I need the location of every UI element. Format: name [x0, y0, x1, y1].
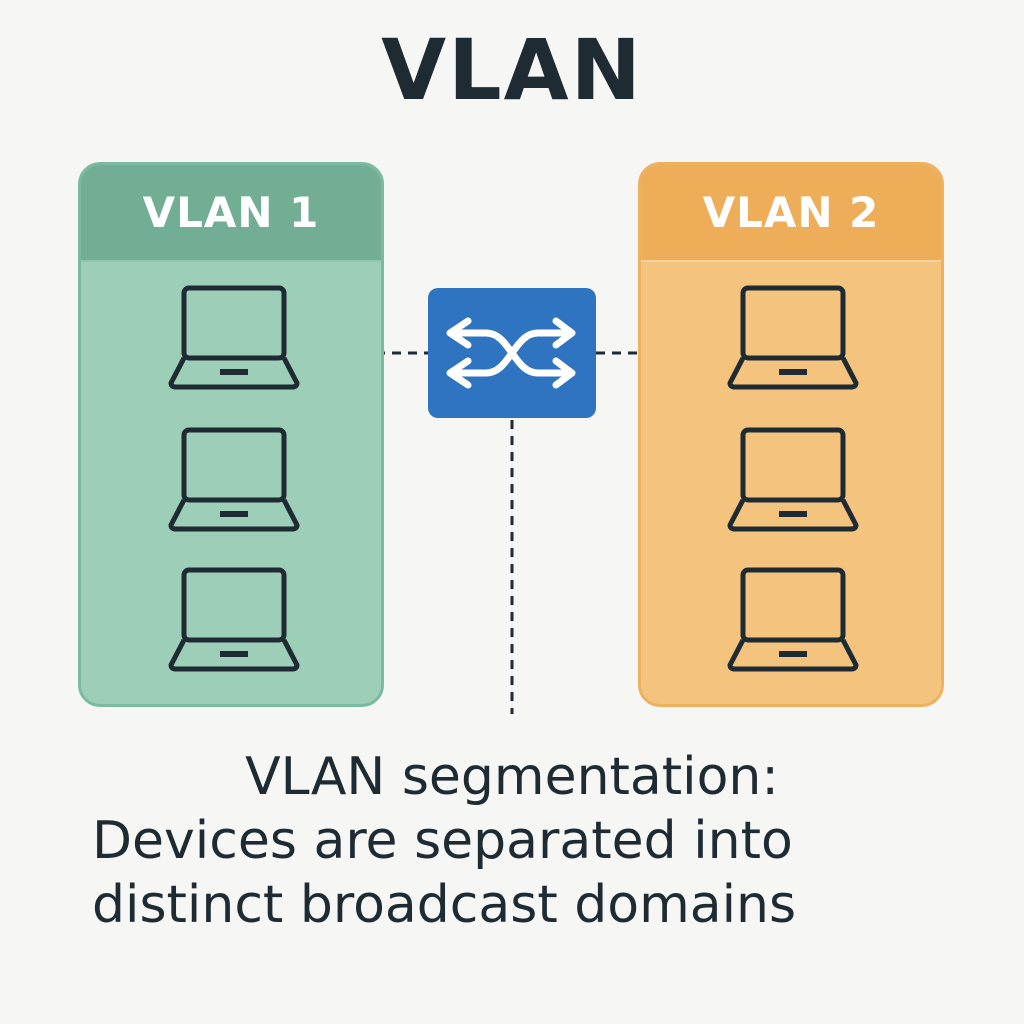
laptop-icon [727, 567, 859, 672]
vlan-2-label: VLAN 2 [641, 165, 941, 262]
diagram-title: VLAN [381, 21, 643, 119]
caption-line-3: distinct broadcast domains [92, 875, 797, 935]
caption-line-2: Devices are separated into [92, 811, 793, 871]
laptop-icon [727, 285, 859, 390]
laptop-icon [727, 427, 859, 532]
laptop-icon [168, 285, 300, 390]
vlan-1-label: VLAN 1 [81, 165, 381, 262]
diagram-caption: VLAN segmentation: Devices are separated… [60, 745, 964, 937]
network-switch [428, 288, 596, 418]
vlan-2-panel: VLAN 2 [638, 162, 944, 707]
caption-line-1: VLAN segmentation: [245, 747, 779, 807]
laptop-icon [168, 567, 300, 672]
vlan-1-panel: VLAN 1 [78, 162, 384, 707]
laptop-icon [168, 427, 300, 532]
switch-arrows-icon [446, 317, 576, 389]
